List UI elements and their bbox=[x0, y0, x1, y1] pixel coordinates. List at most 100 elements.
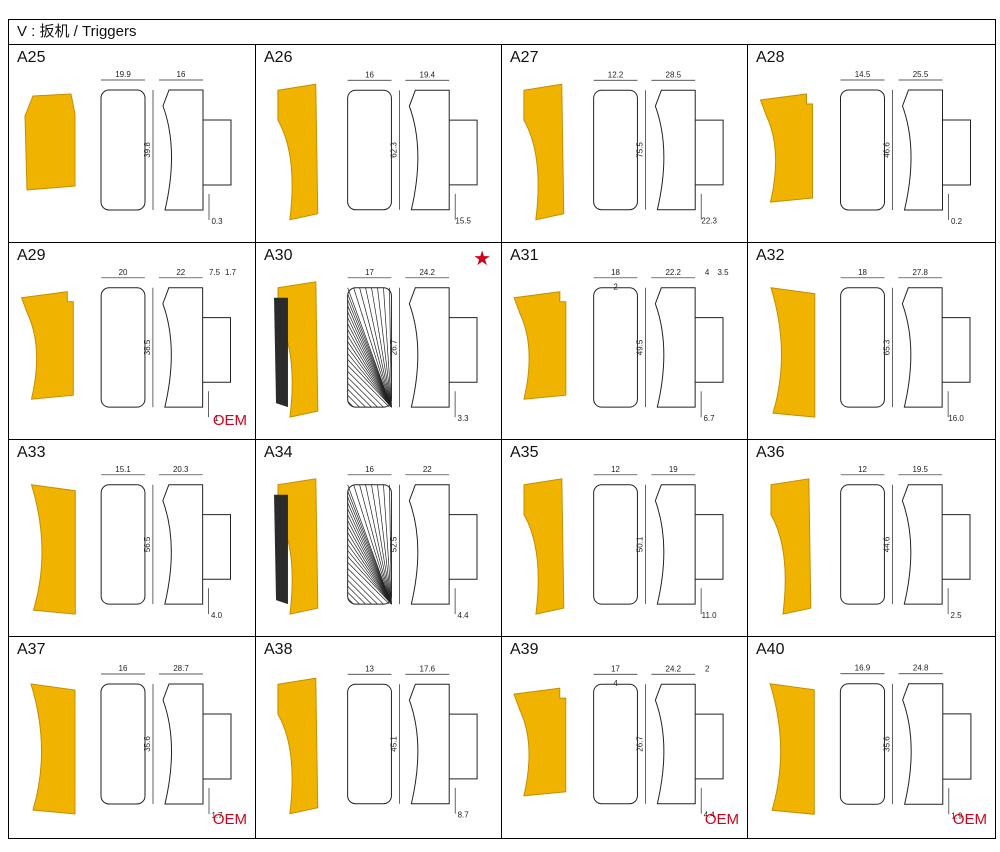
side-outline bbox=[162, 683, 204, 805]
hatch-line bbox=[347, 574, 378, 605]
hatch-line bbox=[347, 502, 392, 605]
trigger-body bbox=[770, 478, 812, 615]
trigger-body bbox=[30, 683, 76, 815]
product-code: A40 bbox=[756, 641, 785, 658]
height-value: 44.6 bbox=[882, 536, 891, 552]
product-code: A29 bbox=[17, 247, 46, 264]
depth-value: 27.8 bbox=[913, 268, 929, 277]
hatch-line bbox=[365, 287, 392, 408]
offset-value: 3.3 bbox=[458, 414, 470, 423]
front-outline bbox=[593, 89, 638, 211]
switch-bracket bbox=[449, 119, 478, 186]
hatch-line bbox=[347, 389, 366, 408]
side-outline bbox=[901, 484, 943, 605]
trigger-render bbox=[513, 291, 567, 400]
offset-value: 6.7 bbox=[704, 414, 716, 423]
width-value: 13 bbox=[365, 664, 374, 673]
width-value: 12 bbox=[858, 465, 867, 474]
hatch-line bbox=[359, 484, 392, 605]
hatch-line bbox=[347, 597, 354, 605]
hatch-line bbox=[347, 586, 366, 605]
rubber-pad bbox=[274, 494, 288, 605]
front-outline bbox=[100, 683, 146, 805]
depth-value: 22 bbox=[176, 268, 185, 277]
depth2-value: 4 bbox=[705, 268, 710, 277]
hatch-line bbox=[347, 514, 392, 605]
side-outline bbox=[902, 683, 944, 805]
trigger-render bbox=[523, 478, 565, 615]
width-value: 14.5 bbox=[855, 70, 871, 79]
product-code: A35 bbox=[510, 444, 539, 461]
hatch-line bbox=[347, 347, 392, 408]
oem-badge: OEM bbox=[212, 412, 247, 429]
depth3-value: 3.5 bbox=[717, 268, 729, 277]
offset-value: 4.4 bbox=[458, 611, 470, 620]
side-outline bbox=[408, 484, 450, 605]
hatch-line bbox=[347, 371, 384, 408]
front-outline bbox=[593, 484, 638, 605]
depth3-value: 1.7 bbox=[225, 268, 237, 277]
hatch-line bbox=[347, 532, 392, 605]
hatch-line bbox=[359, 287, 392, 408]
trigger-render bbox=[523, 83, 565, 221]
hatch-line bbox=[383, 287, 392, 408]
width-value: 19.9 bbox=[115, 70, 131, 79]
hatch-line bbox=[347, 568, 384, 605]
trigger-body bbox=[277, 83, 319, 221]
trigger-render bbox=[769, 683, 815, 815]
trigger-render bbox=[274, 478, 319, 615]
front-outline bbox=[100, 287, 146, 408]
rubber-pad bbox=[274, 297, 288, 408]
hatch-line bbox=[347, 538, 392, 605]
hatch-line bbox=[347, 317, 392, 408]
depth-value: 25.5 bbox=[913, 70, 929, 79]
offset-value: 22.3 bbox=[701, 217, 717, 226]
depth-value: 19 bbox=[669, 465, 678, 474]
depth2-value: 7.5 bbox=[209, 268, 221, 277]
height-value: 62.3 bbox=[389, 142, 398, 158]
product-code: A31 bbox=[510, 247, 539, 264]
trigger-body bbox=[523, 478, 565, 615]
oem-badge: OEM bbox=[212, 811, 247, 828]
height-value: 39.8 bbox=[143, 142, 152, 158]
side-outline bbox=[654, 484, 696, 605]
depth-value: 28.5 bbox=[666, 70, 682, 79]
switch-bracket bbox=[942, 317, 971, 383]
switch-bracket bbox=[942, 713, 972, 780]
front-outline bbox=[347, 683, 392, 805]
offset-value: 15.5 bbox=[455, 217, 471, 226]
product-code: A30 bbox=[264, 247, 293, 264]
product-code: A28 bbox=[756, 49, 785, 66]
product-code: A32 bbox=[756, 247, 785, 264]
hatch-line bbox=[347, 329, 392, 408]
trigger-render bbox=[513, 687, 567, 797]
side-outline bbox=[162, 287, 204, 408]
height-value: 26.7 bbox=[389, 339, 398, 355]
width-value: 15.1 bbox=[115, 465, 131, 474]
trigger-body bbox=[513, 687, 567, 797]
trigger-render bbox=[277, 83, 319, 221]
width-value: 20 bbox=[119, 268, 128, 277]
hatch-line bbox=[383, 484, 392, 605]
hatch-line bbox=[353, 484, 392, 605]
depth-value: 22 bbox=[423, 465, 432, 474]
hatch-line bbox=[347, 323, 392, 408]
hatch-line bbox=[347, 484, 392, 605]
side-outline bbox=[901, 287, 943, 408]
hatch-line bbox=[347, 311, 392, 408]
hatch-line bbox=[371, 287, 392, 408]
offset-value: 4.4 bbox=[704, 811, 716, 820]
product-code: A36 bbox=[756, 444, 785, 461]
hatch-line bbox=[377, 484, 392, 605]
